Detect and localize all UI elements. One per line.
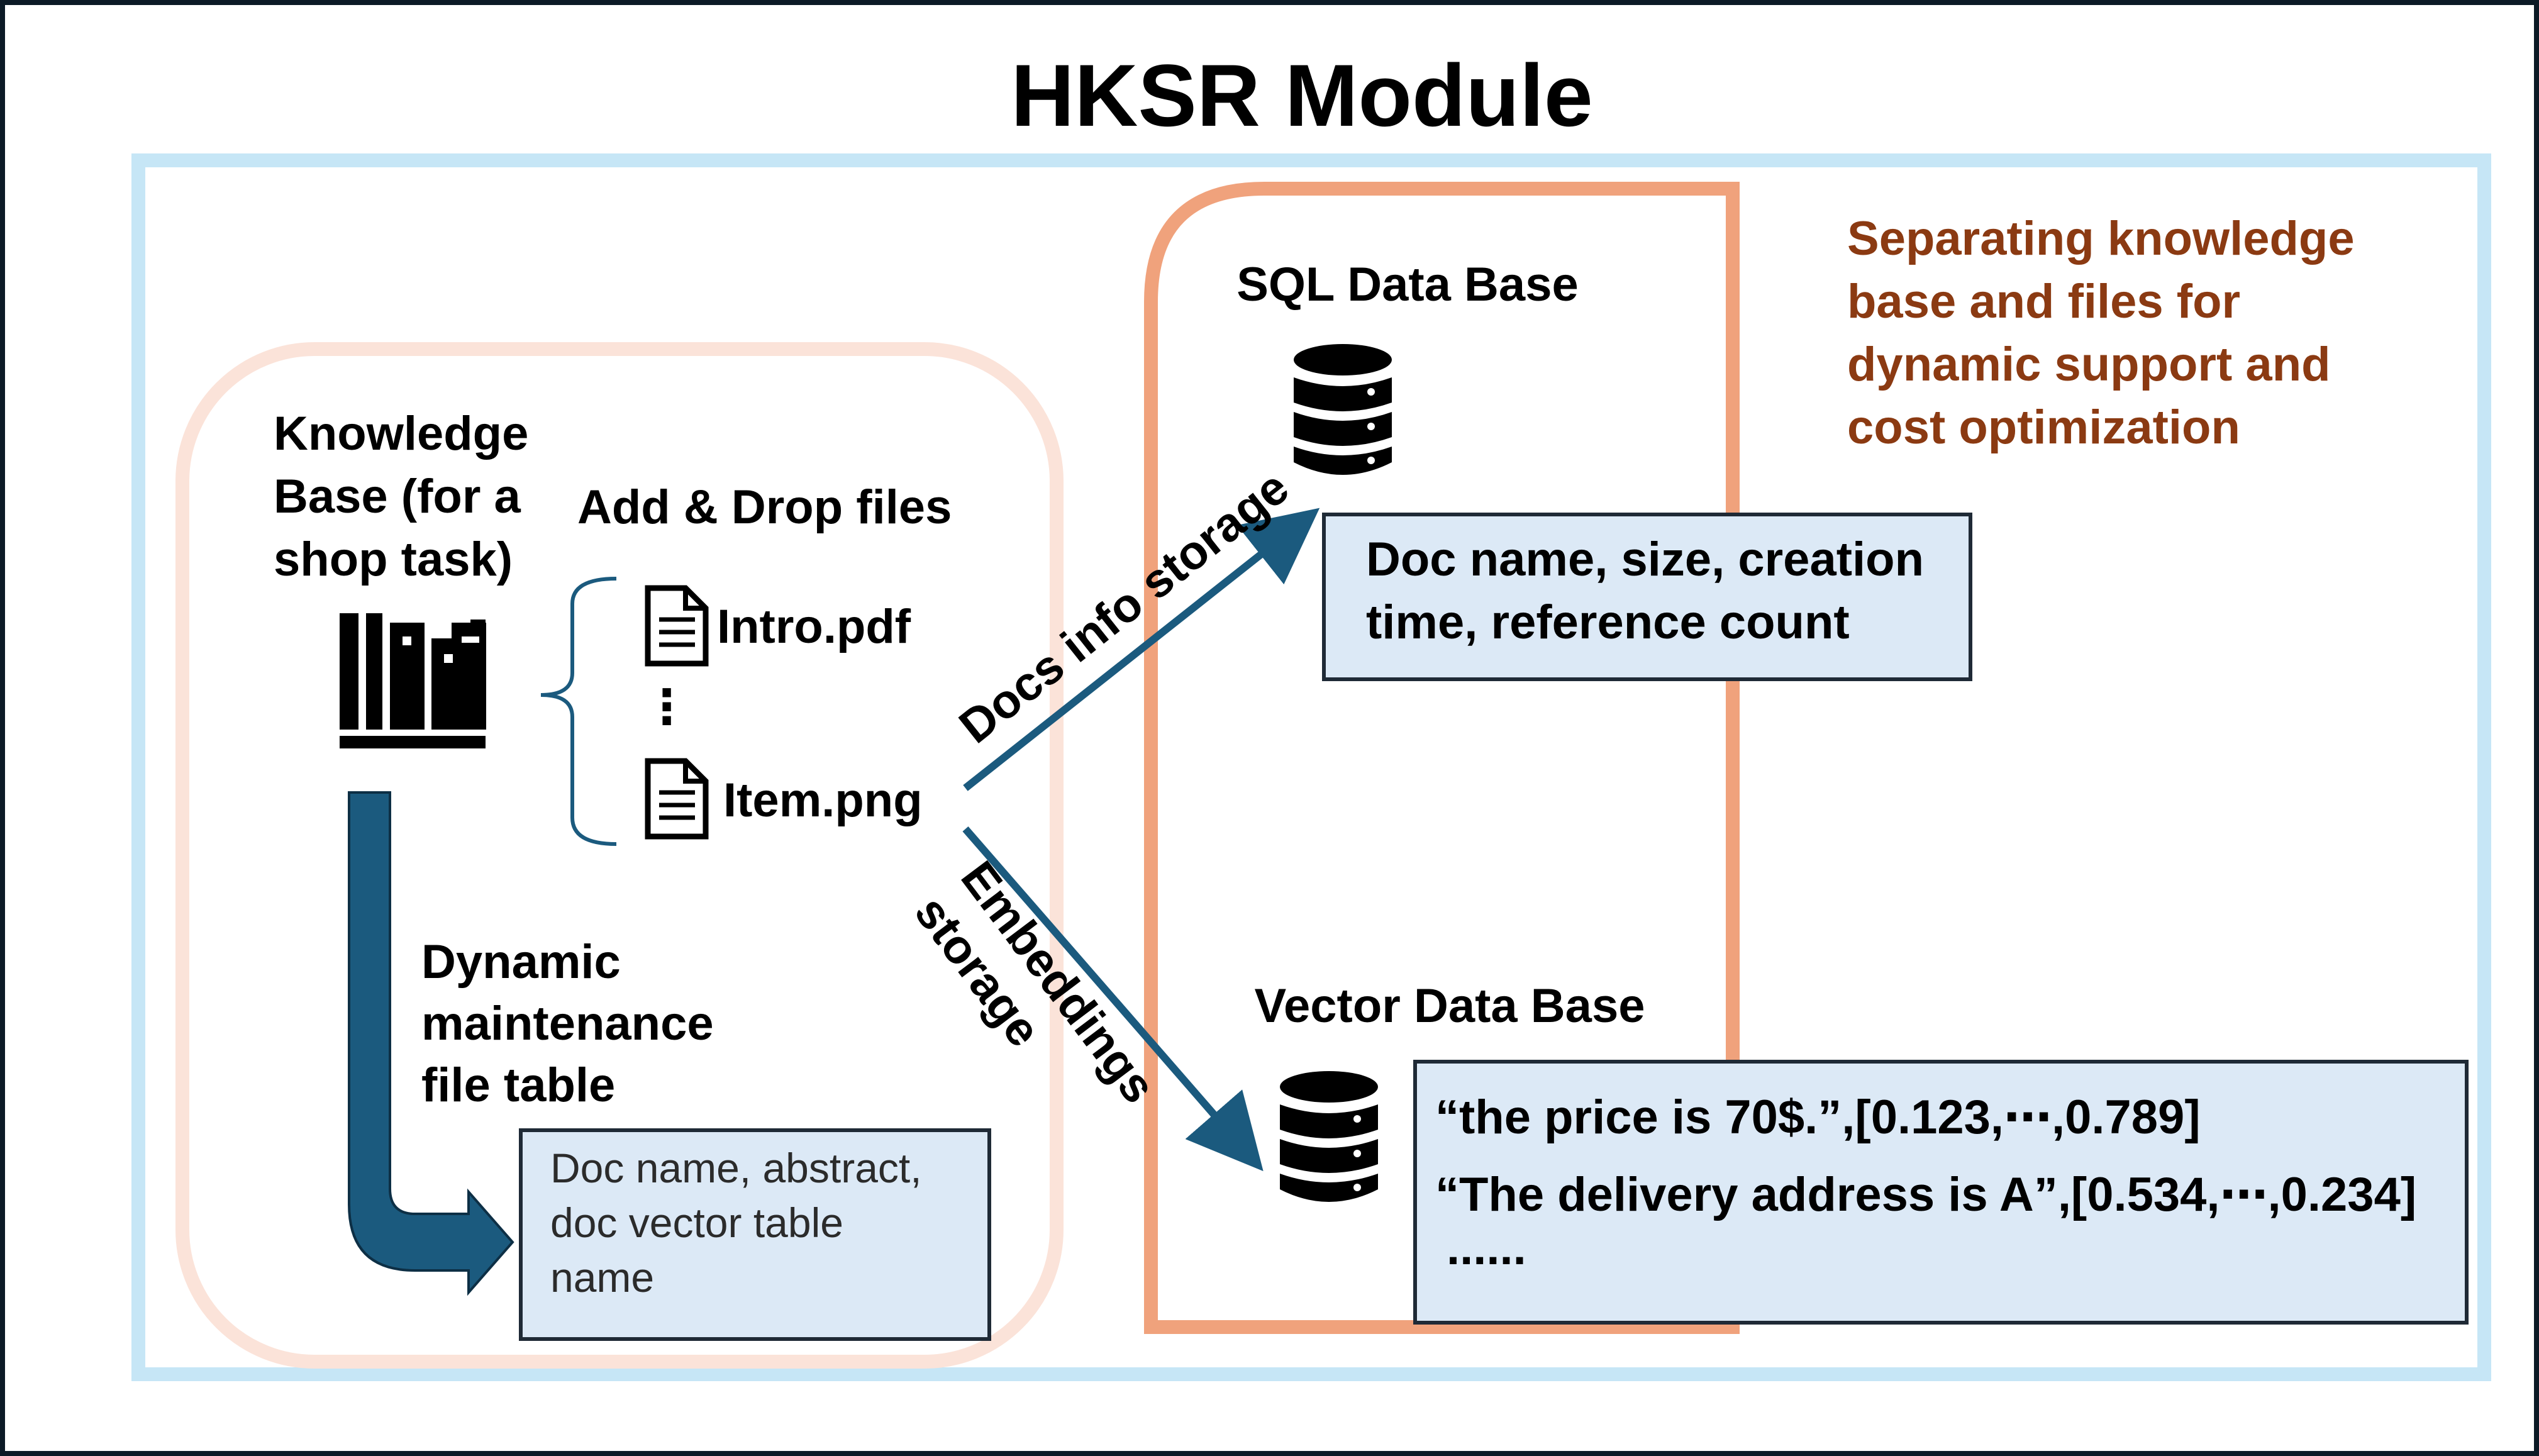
sql-db-label: SQL Data Base (1236, 258, 1579, 311)
docs-info-arrow (963, 508, 1320, 791)
add-drop-label: Add & Drop files (577, 481, 952, 534)
vector-info-text: “the price is 70$.”,[0.123,⋯,0.789] “The… (1435, 1091, 2430, 1275)
files-brace (540, 577, 617, 846)
database-icon (1280, 1071, 1378, 1202)
document-icon (645, 758, 709, 840)
dynamic-table-label: Dynamic maintenance file table (421, 935, 727, 1112)
knowledge-base-region (175, 342, 1064, 1369)
sql-info-box (1322, 513, 1972, 681)
module-border (131, 153, 2491, 1381)
optimization-note: Separating knowledge base and files for … (1847, 212, 2368, 454)
file-item-png: Item.png (723, 774, 923, 827)
databases-region (1144, 182, 1740, 1334)
document-icon (645, 585, 709, 667)
sql-info-text: Doc name, size, creation time, reference… (1366, 533, 1937, 649)
embeddings-arrow (962, 826, 1264, 1172)
page-title: HKSR Module (1011, 46, 1593, 145)
books-icon (340, 613, 486, 748)
files-ellipsis: ⋮ (643, 681, 691, 734)
knowledge-base-label: Knowledge Base (for a shop task) (274, 407, 542, 586)
vector-db-label: Vector Data Base (1255, 979, 1645, 1033)
file-table-text: Doc name, abstract, doc vector table nam… (550, 1145, 933, 1301)
file-intro-pdf: Intro.pdf (717, 600, 911, 653)
database-icon (1294, 344, 1392, 475)
file-table-box (519, 1128, 991, 1341)
vector-info-box (1413, 1060, 2469, 1325)
maintenance-arrow (348, 791, 514, 1296)
